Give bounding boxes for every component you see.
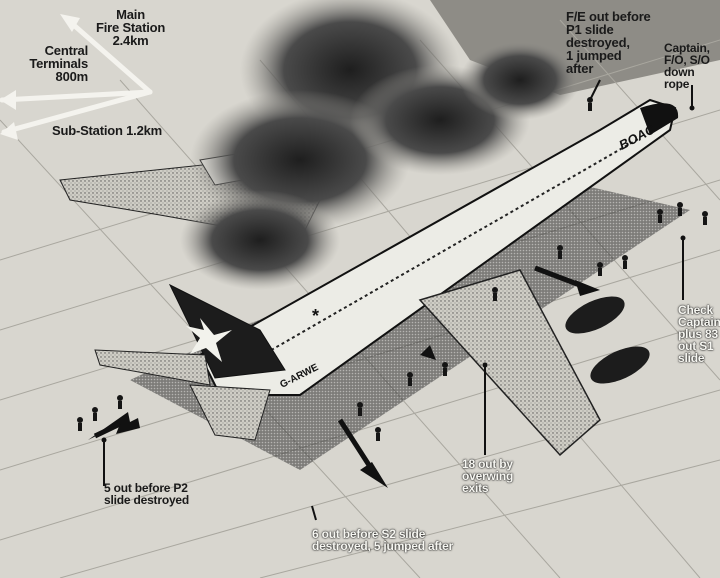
arrowheads (0, 14, 80, 140)
engines (565, 296, 650, 384)
right-wing (418, 269, 601, 457)
label-sub-station: Sub-Station 1.2km (52, 123, 163, 138)
escape-arrow-stems (93, 265, 586, 478)
annotation-fe-out: F/E out before P1 slide destroyed, 1 jum… (566, 9, 651, 76)
annotation-check-captain: Check Captain plus 83 out S1 slide (678, 303, 720, 365)
annotation-s2-slide: 6 out before S2 slide destroyed, 5 jumpe… (312, 527, 454, 553)
direction-arrows (0, 17, 153, 135)
speedbird-star (186, 318, 232, 362)
label-central-terminals: Central Terminals 800m (29, 43, 88, 84)
annotation-overwing: 18 out by overwing exits (462, 457, 514, 495)
stabiliser-left (94, 349, 211, 386)
window-row (239, 137, 641, 369)
annotation-p2-slide: 5 out before P2 slide destroyed (104, 481, 190, 507)
smoke-plume (180, 0, 580, 290)
annotation-captain-rope: Captain, F/O, S/O down rope (664, 41, 710, 91)
fire-origin-marker: * (312, 306, 319, 326)
leader-dots (101, 105, 695, 443)
evacuees (77, 97, 708, 441)
nose (640, 103, 679, 135)
stabiliser-right (189, 384, 271, 441)
leader-lines (103, 79, 693, 521)
aircraft-shadow (130, 180, 690, 470)
label-main-fire-station: Main Fire Station 2.4km (96, 7, 166, 48)
